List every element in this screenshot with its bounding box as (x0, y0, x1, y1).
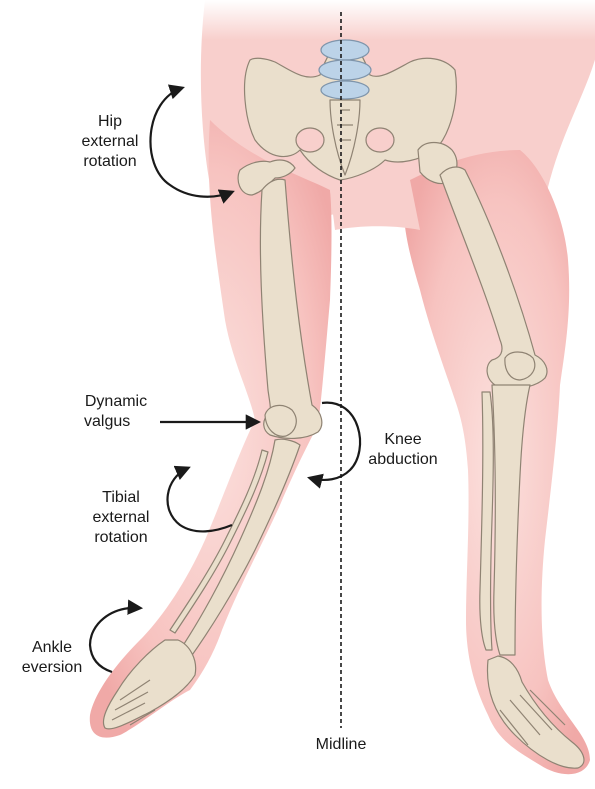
knee-abduction-label: Knee abduction (355, 430, 451, 470)
midline-label-text: Midline (296, 735, 386, 755)
hip-label-line-2: external (70, 132, 150, 152)
hip-label-line-3: rotation (70, 152, 150, 172)
left-patella (505, 352, 535, 380)
valgus-label-line-2: valgus (66, 412, 166, 432)
obturator-left (296, 128, 324, 152)
ankle-label-line-2: eversion (4, 658, 100, 678)
hip-label-line-1: Hip (70, 112, 150, 132)
knee-label-line-2: abduction (355, 450, 451, 470)
tibial-label-line-2: external (78, 508, 164, 528)
tibial-label-line-1: Tibial (78, 488, 164, 508)
dynamic-valgus-label: Dynamic valgus (66, 392, 166, 432)
tibial-label-line-3: rotation (78, 528, 164, 548)
ankle-label-line-1: Ankle (4, 638, 100, 658)
midline-label: Midline (296, 735, 386, 755)
obturator-right (366, 128, 394, 152)
tibial-external-rotation-label: Tibial external rotation (78, 488, 164, 548)
hip-external-rotation-label: Hip external rotation (70, 112, 150, 172)
ankle-eversion-label: Ankle eversion (4, 638, 100, 678)
valgus-label-line-1: Dynamic (66, 392, 166, 412)
knee-label-line-1: Knee (355, 430, 451, 450)
